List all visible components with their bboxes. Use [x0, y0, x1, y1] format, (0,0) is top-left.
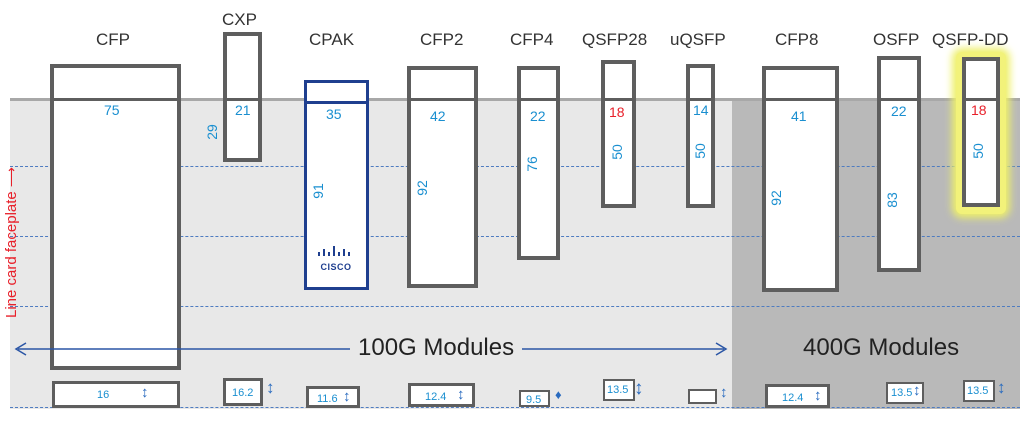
line-card-faceplate-text: Line card faceplate	[3, 191, 20, 318]
depth-top-cfp2: 42	[430, 108, 446, 124]
module-cfp2	[407, 66, 478, 288]
depth-top-cfp4: 22	[530, 108, 546, 124]
width-cfp2: 12.4	[425, 391, 447, 403]
depth-top-cfp8: 41	[791, 108, 807, 124]
width-cpak: 11.6	[317, 393, 338, 405]
depth-side-cxp: 29	[203, 124, 220, 140]
module-name-qsfp-dd: QSFP-DD	[932, 30, 1009, 49]
depth-side-cfp4: 76	[523, 156, 540, 172]
width-osfp: 13.5	[891, 387, 913, 399]
depth-side-uqsfp: 50	[691, 143, 708, 159]
footprint-qsfp-dd: 13.5	[963, 380, 995, 402]
depth-top-qsfp28: 18	[609, 104, 625, 120]
module-cpak	[304, 80, 369, 290]
gridline	[10, 166, 1020, 167]
depth-side-cfp8: 92	[767, 190, 784, 206]
faceplate-mark	[223, 98, 262, 101]
cisco-bars-icon	[318, 246, 350, 256]
module-name-cfp: CFP	[96, 30, 130, 49]
width-qsfp-dd: 13.5	[967, 385, 989, 397]
depth-top-osfp: 22	[891, 103, 907, 119]
gridline	[10, 407, 1020, 408]
depth-side-osfp: 83	[883, 192, 900, 208]
module-name-cfp4: CFP4	[510, 30, 554, 49]
footprint-cfp: 16 ↕	[52, 381, 180, 408]
height-arrow-icon: ↕	[997, 378, 1006, 397]
faceplate-mark	[686, 98, 715, 101]
module-cfp	[50, 64, 181, 370]
module-name-cfp8: CFP8	[775, 30, 819, 49]
width-cxp: 16.2	[232, 387, 254, 399]
module-qsfp-dd	[962, 57, 1000, 207]
depth-top-cfp: 75	[104, 102, 120, 118]
module-name-qsfp28: QSFP28	[582, 30, 648, 49]
gridline	[10, 306, 1020, 307]
height-arrow-icon: ↕	[266, 378, 275, 397]
footprint-osfp: 13.5 ↕	[886, 382, 924, 404]
faceplate-mark	[304, 101, 369, 104]
module-uqsfp	[686, 64, 715, 208]
footprint-qsfp28: 13.5	[603, 379, 635, 401]
module-cfp8	[762, 66, 839, 292]
footprint-cfp2: 12.4 ↕	[408, 383, 475, 407]
height-arrow-icon: ↕	[720, 384, 728, 401]
height-arrow-icon: ↕	[343, 388, 351, 405]
height-arrow-icon: ↕	[913, 382, 921, 399]
height-arrow-icon: ↕	[457, 386, 465, 403]
faceplate-line	[10, 98, 1020, 101]
footprint-cfp4: 9.5	[519, 390, 550, 407]
width-cfp: 16	[97, 389, 110, 401]
cisco-logo-text: CISCO	[320, 262, 352, 272]
cisco-logo: CISCO	[313, 245, 359, 272]
depth-top-qsfp-dd: 18	[971, 102, 987, 118]
height-arrow-icon: ♦	[555, 387, 562, 402]
width-cfp8: 12.4	[782, 392, 804, 404]
footprint-uqsfp	[688, 389, 717, 404]
depth-top-cpak: 35	[326, 106, 342, 122]
faceplate-arrow-icon: ⟶	[3, 166, 19, 188]
module-name-cpak: CPAK	[309, 30, 355, 49]
width-qsfp28: 13.5	[607, 384, 629, 396]
module-name-osfp: OSFP	[873, 30, 920, 49]
module-name-cxp: CXP	[222, 10, 257, 29]
footprint-cpak: 11.6 ↕	[306, 386, 360, 408]
module-osfp	[877, 56, 921, 272]
module-cxp	[223, 32, 262, 162]
gridline	[10, 236, 1020, 237]
group-label-400g: 400G Modules	[803, 334, 960, 361]
faceplate-mark	[601, 98, 636, 101]
faceplate-mark	[762, 98, 839, 101]
footprint-cxp: 16.2	[223, 378, 263, 406]
depth-side-cpak: 91	[309, 183, 326, 199]
depth-top-uqsfp: 14	[693, 102, 709, 118]
footprint-cfp8: 12.4 ↕	[765, 384, 830, 408]
depth-top-cxp: 21	[235, 102, 251, 118]
width-cfp4: 9.5	[526, 394, 542, 406]
faceplate-mark	[407, 98, 478, 101]
depth-side-qsfp28: 50	[608, 144, 625, 160]
module-qsfp28	[601, 60, 636, 208]
height-arrow-icon: ↕	[814, 387, 822, 404]
depth-side-cfp2: 92	[413, 180, 430, 196]
group-label-100g: 100G Modules	[350, 334, 523, 362]
module-name-cfp2: CFP2	[420, 30, 464, 49]
height-arrow-icon: ↕	[634, 378, 644, 399]
height-arrow-icon: ↕	[141, 384, 149, 401]
module-name-uqsfp: uQSFP	[670, 30, 726, 49]
depth-side-qsfp-dd: 50	[969, 143, 986, 159]
faceplate-mark	[50, 98, 181, 101]
faceplate-mark	[877, 98, 921, 101]
line-card-faceplate-label: Line card faceplate ⟶	[3, 167, 20, 318]
faceplate-mark	[517, 98, 560, 101]
faceplate-mark	[962, 98, 1000, 101]
